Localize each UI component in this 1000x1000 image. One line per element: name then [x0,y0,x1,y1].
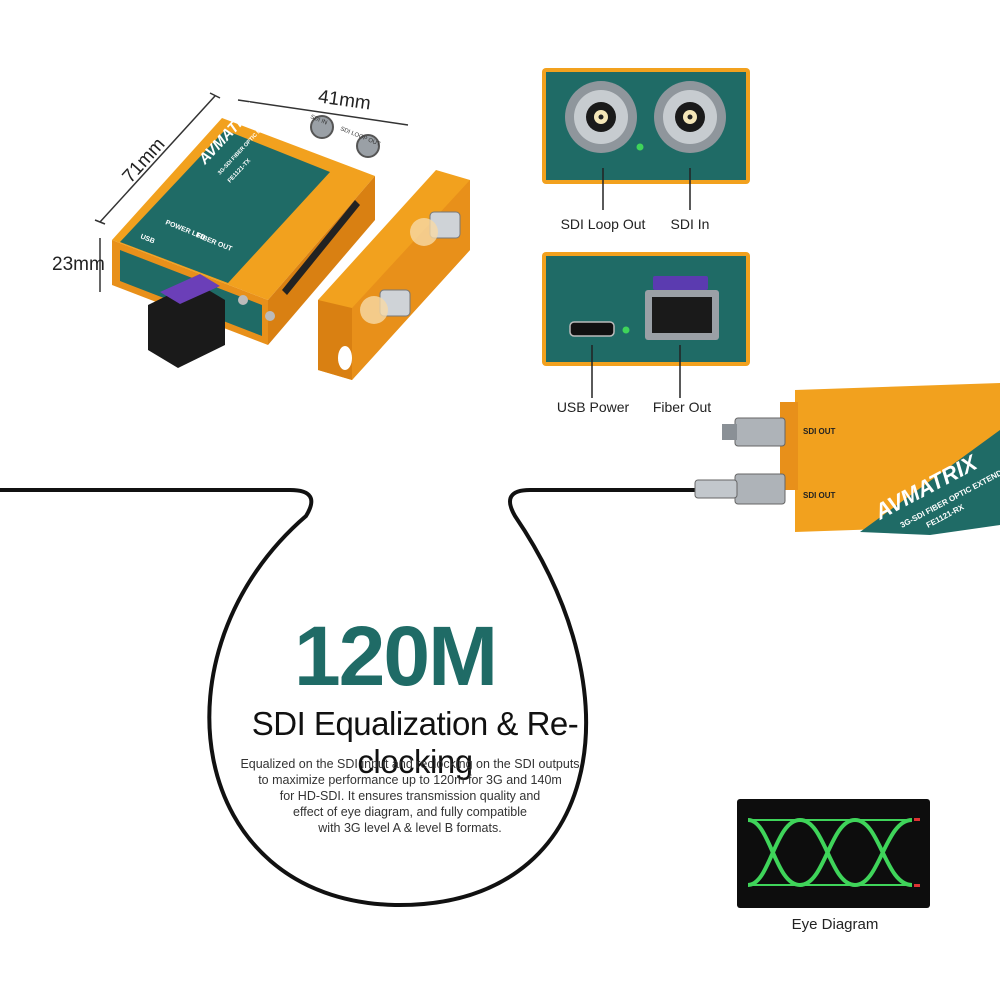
description-line: effect of eye diagram, and fully compati… [293,805,527,819]
caption-usb-power: USB Power [556,399,630,415]
headline-description: Equalized on the SDI input and reclockin… [225,756,595,836]
usb-fiber-panel-image [542,252,750,398]
fiber-cable [0,488,695,908]
eye-diagram-image [737,799,930,908]
headline-subtitle: SDI Equalization & Re-clocking [251,705,579,780]
caption-sdi-loop-out: SDI Loop Out [560,216,646,232]
description-line: to maximize performance up to 120m for 3… [258,773,562,787]
dimension-height: 23mm [52,254,105,275]
mounting-bracket-image [318,170,470,380]
bnc-ports-panel-image [542,68,750,210]
rx-sdi-out-bottom-text: SDI OUT [803,491,836,500]
rx-sdi-out-top-text: SDI OUT [803,427,836,436]
caption-sdi-in: SDI In [670,216,710,232]
headline-value: 120M [293,609,498,703]
tx-device-image [94,92,409,368]
description-line: Equalized on the SDI input and reclockin… [240,757,580,771]
rx-device-image [694,383,1000,535]
caption-fiber-out: Fiber Out [652,399,712,415]
description-line: with 3G level A & level B formats. [318,821,502,835]
description-line: for HD-SDI. It ensures transmission qual… [279,789,541,803]
eye-diagram-caption: Eye Diagram [791,916,879,933]
